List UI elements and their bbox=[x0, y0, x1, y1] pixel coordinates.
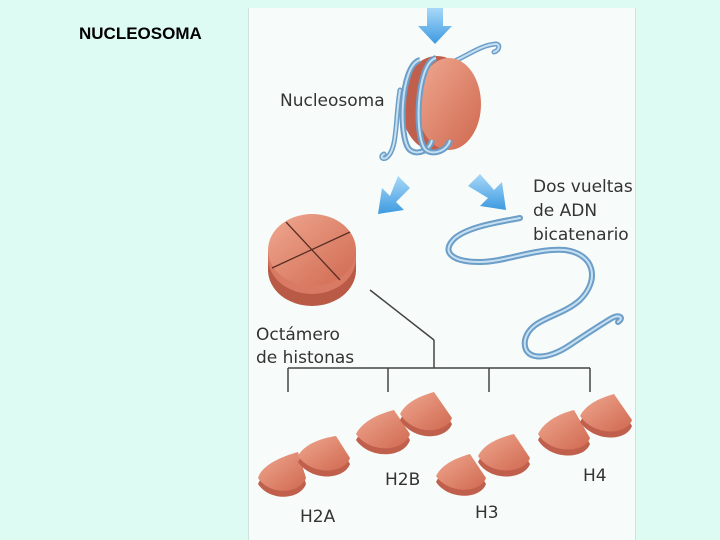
h4-label: H4 bbox=[583, 466, 607, 486]
histone-h2b-icon bbox=[356, 392, 452, 455]
arrow-down-icon bbox=[418, 8, 452, 44]
arrow-down-left-icon bbox=[378, 176, 410, 214]
dna-label-line2: de ADN bbox=[533, 201, 597, 221]
h2b-label: H2B bbox=[385, 470, 420, 490]
octamer-bracket bbox=[287, 289, 591, 392]
octamer-label-line2: de histonas bbox=[256, 348, 354, 368]
dna-label-line3: bicatenario bbox=[533, 225, 629, 245]
dna-label-line1: Dos vueltas bbox=[533, 177, 633, 197]
dna-strand-icon bbox=[445, 215, 624, 360]
h2a-label: H2A bbox=[300, 507, 336, 527]
h3-label: H3 bbox=[475, 503, 499, 523]
histone-h2a-icon bbox=[258, 436, 350, 497]
histone-octamer-icon bbox=[268, 214, 356, 306]
octamer-label-line1: Octámero bbox=[256, 325, 340, 345]
nucleosome-icon bbox=[379, 41, 502, 161]
histone-h3-icon bbox=[436, 434, 530, 496]
histone-h4-icon bbox=[538, 394, 632, 456]
arrow-down-right-icon bbox=[468, 174, 506, 210]
nucleosome-label: Nucleosoma bbox=[280, 91, 385, 111]
slide-title: NUCLEOSOMA bbox=[79, 24, 202, 43]
